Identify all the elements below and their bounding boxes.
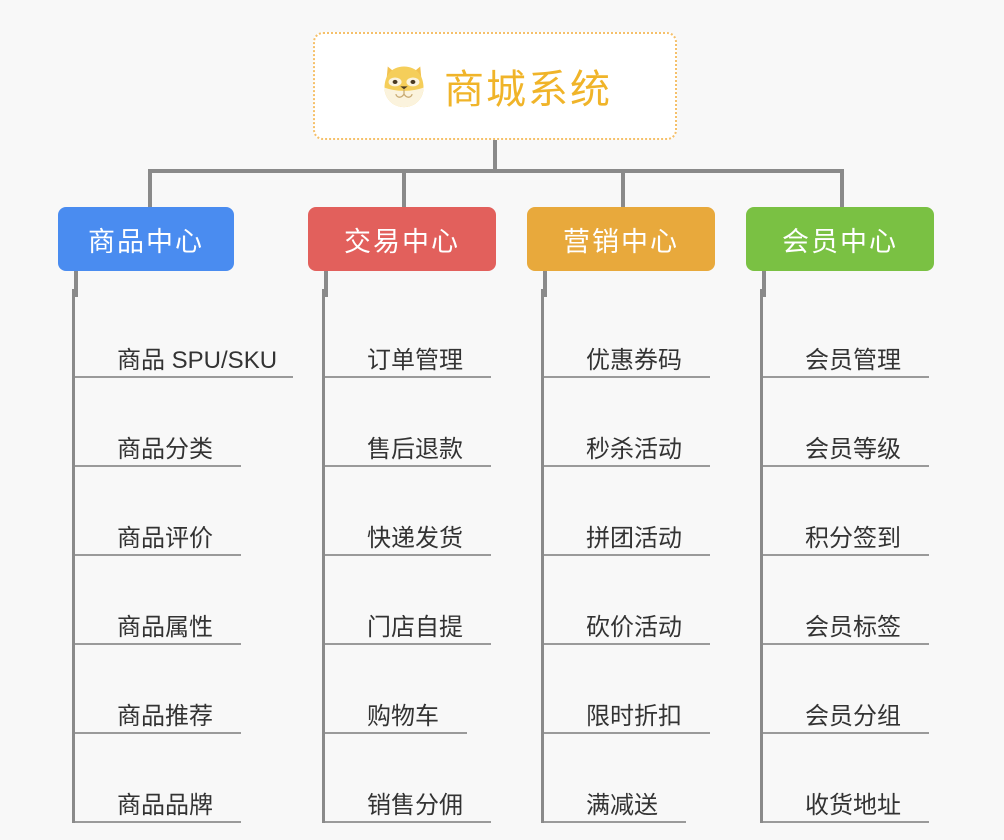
leaf-item[interactable]: 商品品牌: [75, 734, 241, 823]
leaf-list-product-center: 商品 SPU/SKU 商品分类 商品评价 商品属性 商品推荐 商品品牌: [72, 289, 293, 823]
leaf-list-trade-center: 订单管理 售后退款 快递发货 门店自提 购物车 销售分佣: [322, 289, 496, 823]
leaf-item[interactable]: 快递发货: [325, 467, 491, 556]
leaf-label: 售后退款: [367, 435, 463, 463]
leaf-label: 购物车: [367, 702, 439, 730]
branch-trade-center: 交易中心 订单管理 售后退款 快递发货 门店自提 购物车 销售分佣: [308, 207, 496, 823]
leaf-label: 秒杀活动: [586, 435, 682, 463]
connector-drop-0: [148, 169, 152, 211]
leaf-item[interactable]: 会员等级: [763, 378, 929, 467]
leaf-label: 会员标签: [805, 613, 901, 641]
leaf-label: 门店自提: [367, 613, 463, 641]
leaf-item[interactable]: 商品评价: [75, 467, 241, 556]
root-title: 商城系统: [444, 68, 612, 112]
branch-member-center: 会员中心 会员管理 会员等级 积分签到 会员标签 会员分组 收货地址: [746, 207, 934, 823]
leaf-list-member-center: 会员管理 会员等级 积分签到 会员标签 会员分组 收货地址: [760, 289, 934, 823]
leaf-label: 会员分组: [805, 702, 901, 730]
leaf-item[interactable]: 售后退款: [325, 378, 491, 467]
leaf-item[interactable]: 商品推荐: [75, 645, 241, 734]
leaf-label: 满减送: [586, 791, 658, 819]
leaf-label: 商品分类: [117, 435, 213, 463]
connector-drop-2: [621, 169, 625, 211]
leaf-item[interactable]: 拼团活动: [544, 467, 710, 556]
branch-marketing-center: 营销中心 优惠券码 秒杀活动 拼团活动 砍价活动 限时折扣 满减送: [527, 207, 715, 823]
leaf-item[interactable]: 收货地址: [763, 734, 929, 823]
leaf-item[interactable]: 订单管理: [325, 289, 491, 378]
connector-stem: [493, 140, 497, 172]
leaf-label: 商品属性: [117, 613, 213, 641]
leaf-label: 快递发货: [367, 524, 463, 552]
branch-neck: [762, 271, 766, 297]
leaf-label: 限时折扣: [586, 702, 682, 730]
connector-drop-1: [402, 169, 406, 211]
branch-product-center: 商品中心 商品 SPU/SKU 商品分类 商品评价 商品属性 商品推荐 商品品牌: [58, 207, 293, 823]
leaf-item[interactable]: 门店自提: [325, 556, 491, 645]
connector-horizontal-bar: [148, 169, 840, 173]
leaf-item[interactable]: 会员标签: [763, 556, 929, 645]
leaf-item[interactable]: 商品 SPU/SKU: [75, 289, 293, 378]
leaf-item[interactable]: 购物车: [325, 645, 467, 734]
branch-header-product-center[interactable]: 商品中心: [58, 207, 234, 271]
leaf-item[interactable]: 会员管理: [763, 289, 929, 378]
connector-drop-3: [840, 169, 844, 211]
leaf-label: 商品评价: [117, 524, 213, 552]
leaf-item[interactable]: 会员分组: [763, 645, 929, 734]
leaf-label: 积分签到: [805, 524, 901, 552]
leaf-label: 优惠券码: [586, 346, 682, 374]
leaf-item[interactable]: 销售分佣: [325, 734, 491, 823]
branch-neck: [74, 271, 78, 297]
leaf-label: 销售分佣: [367, 791, 463, 819]
leaf-label: 收货地址: [805, 791, 901, 819]
branch-neck: [324, 271, 328, 297]
leaf-label: 砍价活动: [586, 613, 682, 641]
leaf-item[interactable]: 积分签到: [763, 467, 929, 556]
branch-header-member-center[interactable]: 会员中心: [746, 207, 934, 271]
leaf-item[interactable]: 限时折扣: [544, 645, 710, 734]
leaf-item[interactable]: 商品分类: [75, 378, 241, 467]
branch-neck: [543, 271, 547, 297]
leaf-label: 会员等级: [805, 435, 901, 463]
leaf-label: 拼团活动: [586, 524, 682, 552]
leaf-label: 商品 SPU/SKU: [117, 346, 278, 374]
branch-label: 会员中心: [782, 226, 898, 257]
leaf-item[interactable]: 满减送: [544, 734, 686, 823]
leaf-item[interactable]: 优惠券码: [544, 289, 710, 378]
leaf-list-marketing-center: 优惠券码 秒杀活动 拼团活动 砍价活动 限时折扣 满减送: [541, 289, 715, 823]
branch-header-marketing-center[interactable]: 营销中心: [527, 207, 715, 271]
root-node[interactable]: 商城系统: [313, 32, 677, 140]
dog-face-icon: [378, 60, 430, 112]
leaf-label: 会员管理: [805, 346, 901, 374]
branch-header-trade-center[interactable]: 交易中心: [308, 207, 496, 271]
branch-label: 交易中心: [344, 226, 460, 257]
leaf-item[interactable]: 砍价活动: [544, 556, 710, 645]
leaf-label: 商品品牌: [117, 791, 213, 819]
branch-label: 商品中心: [88, 226, 204, 257]
leaf-item[interactable]: 秒杀活动: [544, 378, 710, 467]
branch-label: 营销中心: [563, 226, 679, 257]
leaf-item[interactable]: 商品属性: [75, 556, 241, 645]
leaf-label: 订单管理: [367, 346, 463, 374]
leaf-label: 商品推荐: [117, 702, 213, 730]
